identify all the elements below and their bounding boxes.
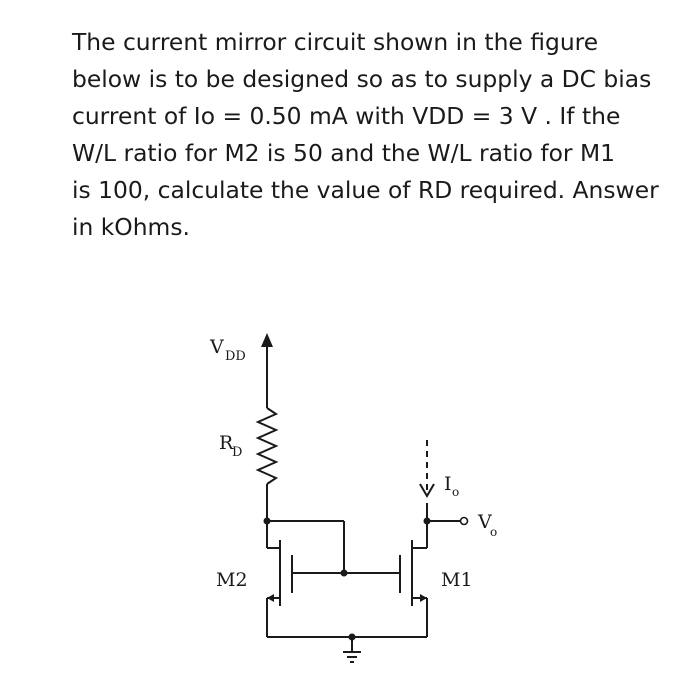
vdd-label: V <box>209 336 224 358</box>
m1-source-arrow-icon <box>420 594 427 602</box>
node-dot <box>348 633 356 641</box>
vo-label: V <box>477 511 492 533</box>
question-text: The current mirror circuit shown in the … <box>72 24 672 246</box>
io-label: I <box>444 473 452 495</box>
rd-label: R <box>219 432 234 454</box>
node-dot <box>263 517 271 525</box>
m1-label: M1 <box>441 569 473 591</box>
io-sub: o <box>452 485 459 499</box>
node-dot <box>340 569 348 577</box>
vo-sub: o <box>490 525 497 539</box>
resistor-rd-icon <box>255 407 279 485</box>
circuit-wires <box>255 333 460 663</box>
m2-label: M2 <box>216 569 248 591</box>
question-line: W/L ratio for M2 is 50 and the W/L ratio… <box>72 139 616 167</box>
rd-sub: D <box>232 445 242 460</box>
question-line: The current mirror circuit shown in the … <box>72 28 599 56</box>
question-line: below is to be designed so as to supply … <box>72 65 652 93</box>
vo-terminal-icon <box>459 516 469 526</box>
vdd-arrow-icon <box>261 333 273 347</box>
question-line: in kOhms. <box>72 213 190 241</box>
question-line: is 100, calculate the value of RD requir… <box>72 176 659 204</box>
m2-source-arrow-icon <box>267 594 274 602</box>
node-dot <box>423 517 431 525</box>
vdd-sub: DD <box>225 349 246 364</box>
question-line: current of Io = 0.50 mA with VDD = 3 V .… <box>72 102 621 130</box>
io-arrow-icon <box>419 483 435 498</box>
